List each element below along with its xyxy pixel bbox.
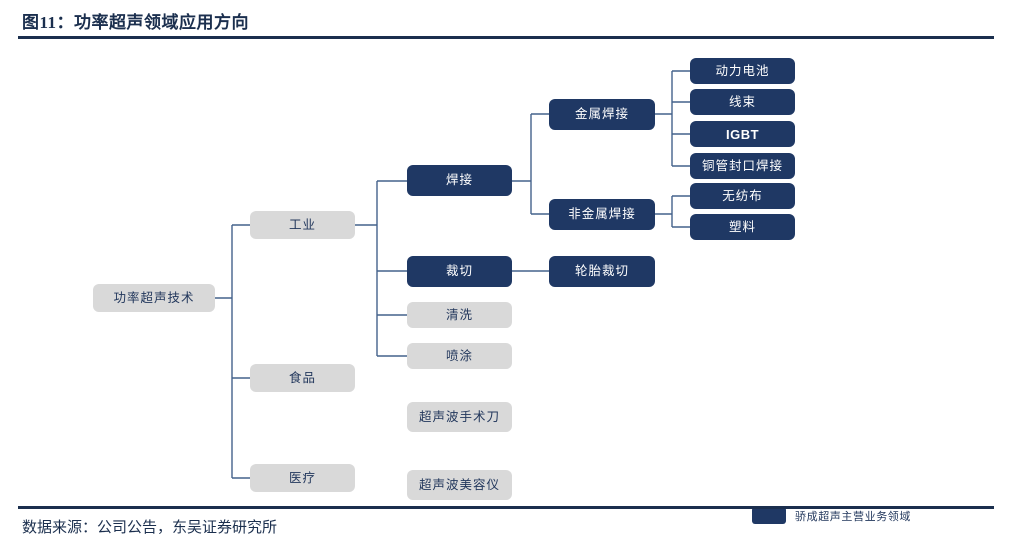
node-label: 金属焊接: [574, 107, 629, 122]
node-metal-welding[interactable]: 金属焊接: [549, 99, 655, 130]
node-industry[interactable]: 工业: [250, 211, 355, 239]
node-nonmetal-welding[interactable]: 非金属焊接: [549, 199, 655, 230]
node-label: 轮胎裁切: [574, 264, 629, 279]
legend: 骄成超声主营业务领域: [752, 507, 911, 524]
node-label: 食品: [288, 370, 316, 385]
node-cleaning[interactable]: 清洗: [407, 302, 512, 328]
node-food[interactable]: 食品: [250, 364, 355, 392]
node-label: 超声波手术刀: [418, 409, 500, 424]
tree-diagram: 功率超声技术 工业 食品 医疗 焊接 裁切 清洗 喷涂 超声波手术刀 超声波美容…: [0, 40, 1012, 524]
node-label: 塑料: [728, 219, 756, 234]
node-label: 清洗: [445, 307, 473, 322]
source-note: 数据来源：公司公告，东吴证券研究所: [22, 520, 278, 536]
legend-label: 骄成超声主营业务领域: [795, 510, 911, 523]
node-tire-cutting[interactable]: 轮胎裁切: [549, 256, 655, 287]
node-plastic[interactable]: 塑料: [690, 214, 795, 240]
title-divider: [18, 36, 994, 39]
node-root[interactable]: 功率超声技术: [93, 284, 215, 312]
node-copper-tube-sealing[interactable]: 铜管封口焊接: [690, 153, 795, 179]
connector-lines: [215, 70, 690, 479]
node-label: 功率超声技术: [113, 290, 195, 305]
node-nonwoven[interactable]: 无纺布: [690, 183, 795, 209]
node-label: 非金属焊接: [568, 207, 636, 222]
node-label: 铜管封口焊接: [701, 158, 783, 173]
node-label: 工业: [288, 217, 316, 232]
node-ultrasonic-scalpel[interactable]: 超声波手术刀: [407, 402, 512, 432]
node-wire-harness[interactable]: 线束: [690, 89, 795, 115]
footer-divider: [18, 506, 994, 509]
page-title: 图11：功率超声领域应用方向: [22, 13, 250, 32]
node-spraying[interactable]: 喷涂: [407, 343, 512, 369]
node-igbt[interactable]: IGBT: [690, 121, 795, 147]
node-label: IGBT: [725, 126, 760, 142]
node-beauty-device[interactable]: 超声波美容仪: [407, 470, 512, 500]
node-label: 无纺布: [722, 188, 763, 203]
node-label: 喷涂: [445, 348, 473, 363]
node-label: 线束: [728, 94, 756, 109]
node-welding[interactable]: 焊接: [407, 165, 512, 196]
node-cutting[interactable]: 裁切: [407, 256, 512, 287]
node-label: 动力电池: [715, 63, 770, 78]
node-medical[interactable]: 医疗: [250, 464, 355, 492]
node-label: 医疗: [288, 470, 316, 485]
node-label: 裁切: [445, 264, 473, 279]
legend-swatch: [752, 507, 786, 524]
node-label: 超声波美容仪: [418, 477, 500, 492]
node-label: 焊接: [445, 173, 473, 188]
node-power-battery[interactable]: 动力电池: [690, 58, 795, 84]
